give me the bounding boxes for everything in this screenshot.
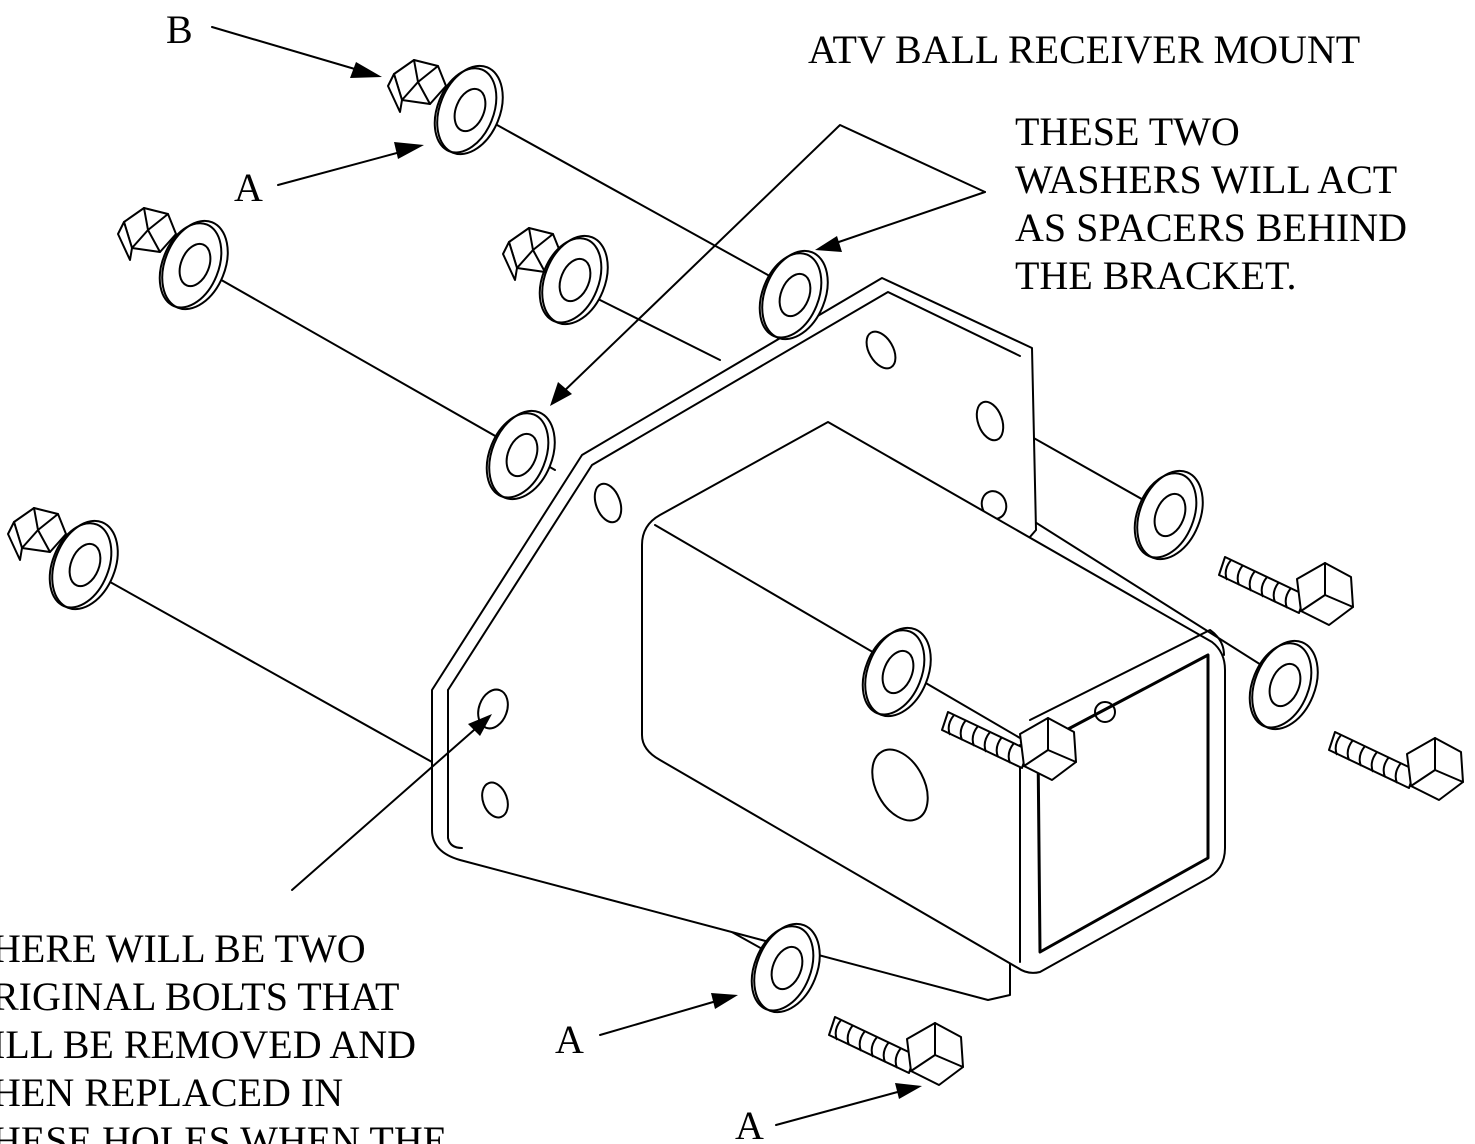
spacer-washer-left [474,400,569,510]
original-bolts-note: HERE WILL BE TWO RIGINAL BOLTS THAT ILL … [0,925,447,1144]
spacer-note-line: AS SPACERS BEHIND [1015,205,1407,250]
leader-lines [211,26,986,1126]
callout-label-a: A [555,1017,584,1062]
washer-right-upper [1122,460,1217,570]
bolt-right-upper [1218,556,1354,626]
bolts-note-line: HESE HOLES WHEN THE [0,1118,448,1144]
spacer-note-line: THE BRACKET. [1015,253,1297,298]
bolts-note-line: HERE WILL BE TWO [0,926,366,971]
bolt-bottom [828,1016,964,1086]
diagram-title: ATV BALL RECEIVER MOUNT [808,27,1361,72]
callout-label-b: B [166,7,193,52]
callout-label-a: A [735,1103,764,1144]
bolts-note-line: HEN REPLACED IN [0,1070,344,1115]
bolts-note-line: RIGINAL BOLTS THAT [0,974,400,1019]
spacer-note-line: THESE TWO [1015,109,1240,154]
washer-right-lower [1237,630,1332,740]
spacer-washers-note: THESE TWO WASHERS WILL ACT AS SPACERS BE… [1015,108,1407,300]
spacer-note-line: WASHERS WILL ACT [1015,157,1398,202]
bolt-right-lower [1328,731,1464,801]
bolts-note-line: ILL BE REMOVED AND [0,1022,417,1067]
receiver-tube [641,421,1226,974]
callout-label-a: A [234,165,263,210]
